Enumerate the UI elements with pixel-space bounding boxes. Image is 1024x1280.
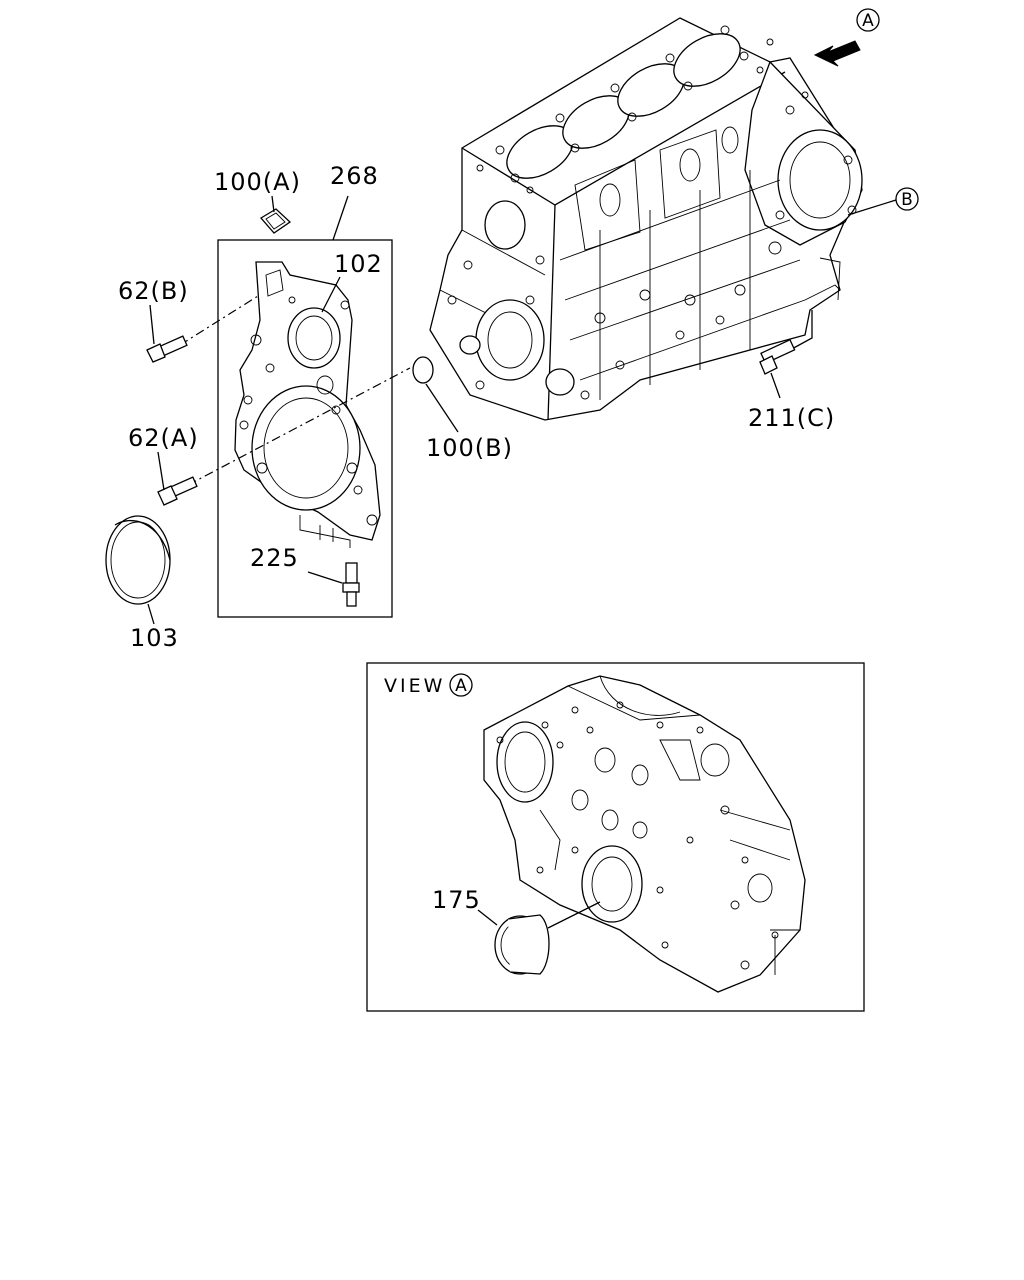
bolt-62b: [146, 295, 259, 363]
callout-211c: 211(C): [748, 404, 835, 432]
view-a-marker: A: [856, 8, 880, 32]
callout-103: 103: [130, 624, 179, 652]
o-ring-100b: [412, 356, 459, 433]
callout-175: 175: [432, 886, 481, 914]
callout-62a: 62(A): [128, 424, 199, 452]
callout-100b: 100(B): [426, 434, 513, 462]
view-a-inset: [366, 662, 865, 1012]
svg-text:A: A: [862, 11, 874, 31]
bolt-62a: [157, 367, 411, 506]
assembly-box-268: [217, 239, 393, 618]
callout-268: 268: [330, 162, 379, 190]
callout-225: 225: [250, 544, 299, 572]
bolt-211c: [759, 310, 813, 399]
view-a-label: VIEW: [384, 675, 445, 697]
view-direction-arrow: [813, 40, 861, 67]
svg-text:A: A: [455, 676, 467, 696]
gasket-100a: [260, 208, 292, 234]
engine-block: [429, 17, 863, 421]
callout-100a: 100(A): [214, 168, 301, 196]
view-a-inset-marker: A: [449, 673, 473, 697]
callout-62b: 62(B): [118, 277, 189, 305]
ref-b-marker: B: [895, 187, 919, 211]
oil-seal-103: [105, 515, 171, 625]
callout-102: 102: [334, 250, 383, 278]
svg-text:B: B: [901, 190, 913, 210]
sensor-225: [299, 515, 360, 607]
front-cover-102: [234, 261, 381, 541]
rear-seal-175: [477, 901, 601, 975]
